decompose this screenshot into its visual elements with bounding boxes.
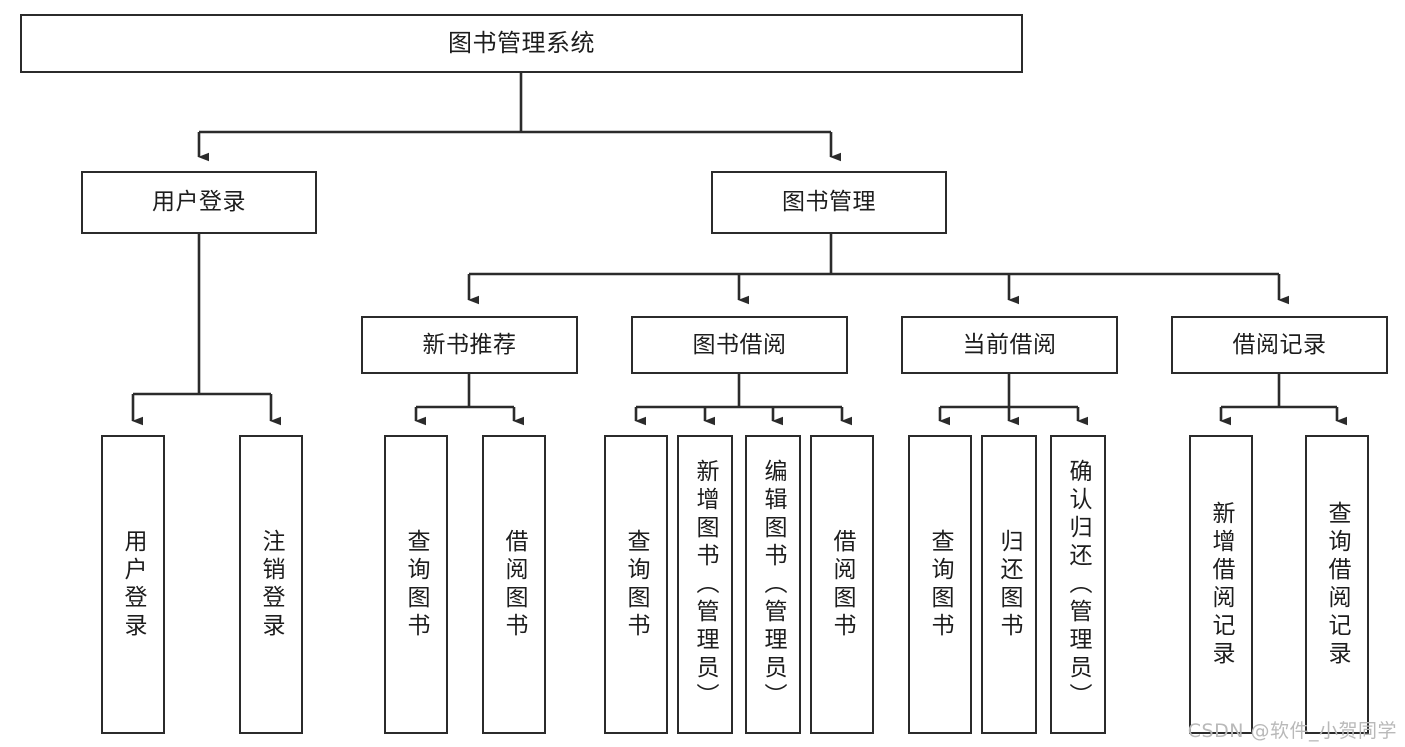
node-leaf-add-record[interactable]: 新增借阅记录 bbox=[1189, 435, 1253, 734]
node-new-book-recommend[interactable]: 新书推荐 bbox=[361, 316, 578, 374]
node-label: 借阅图书 bbox=[829, 528, 855, 641]
node-leaf-borrow-book-2[interactable]: 借阅图书 bbox=[810, 435, 874, 734]
node-label: 新增借阅记录 bbox=[1208, 500, 1234, 669]
node-leaf-user-login[interactable]: 用户登录 bbox=[101, 435, 165, 734]
node-leaf-borrow-book-1[interactable]: 借阅图书 bbox=[482, 435, 546, 734]
node-label: 编辑图书（管理员） bbox=[760, 458, 786, 711]
node-user-login[interactable]: 用户登录 bbox=[81, 171, 317, 234]
node-leaf-query-book-3[interactable]: 查询图书 bbox=[908, 435, 972, 734]
node-leaf-query-record[interactable]: 查询借阅记录 bbox=[1305, 435, 1369, 734]
node-label: 图书管理系统 bbox=[448, 28, 595, 57]
node-book-management[interactable]: 图书管理 bbox=[711, 171, 947, 234]
node-label: 归还图书 bbox=[996, 528, 1022, 641]
node-leaf-confirm-return[interactable]: 确认归还（管理员） bbox=[1050, 435, 1106, 734]
node-leaf-edit-book[interactable]: 编辑图书（管理员） bbox=[745, 435, 801, 734]
node-current-borrow[interactable]: 当前借阅 bbox=[901, 316, 1118, 374]
node-label: 查询图书 bbox=[927, 528, 953, 641]
node-label: 图书借阅 bbox=[692, 331, 787, 358]
node-label: 图书管理 bbox=[782, 189, 876, 216]
node-label: 确认归还（管理员） bbox=[1065, 458, 1091, 711]
node-root-book-management-system[interactable]: 图书管理系统 bbox=[20, 14, 1023, 73]
node-leaf-query-book-2[interactable]: 查询图书 bbox=[604, 435, 668, 734]
node-label: 借阅图书 bbox=[501, 528, 527, 641]
node-borrow-record[interactable]: 借阅记录 bbox=[1171, 316, 1388, 374]
node-leaf-logout-login[interactable]: 注销登录 bbox=[239, 435, 303, 734]
node-leaf-query-book-1[interactable]: 查询图书 bbox=[384, 435, 448, 734]
node-label: 查询借阅记录 bbox=[1324, 500, 1350, 669]
node-label: 借阅记录 bbox=[1232, 331, 1327, 358]
node-label: 当前借阅 bbox=[962, 331, 1057, 358]
node-leaf-add-book[interactable]: 新增图书（管理员） bbox=[677, 435, 733, 734]
node-label: 用户登录 bbox=[120, 528, 146, 641]
node-label: 查询图书 bbox=[623, 528, 649, 641]
node-label: 用户登录 bbox=[152, 189, 246, 216]
node-label: 注销登录 bbox=[258, 528, 284, 641]
csdn-watermark: CSDN @软件_小贺同学 bbox=[1187, 720, 1397, 742]
node-label: 新增图书（管理员） bbox=[692, 458, 718, 711]
node-leaf-return-book[interactable]: 归还图书 bbox=[981, 435, 1037, 734]
node-book-borrow[interactable]: 图书借阅 bbox=[631, 316, 848, 374]
node-label: 新书推荐 bbox=[422, 331, 517, 358]
node-label: 查询图书 bbox=[403, 528, 429, 641]
